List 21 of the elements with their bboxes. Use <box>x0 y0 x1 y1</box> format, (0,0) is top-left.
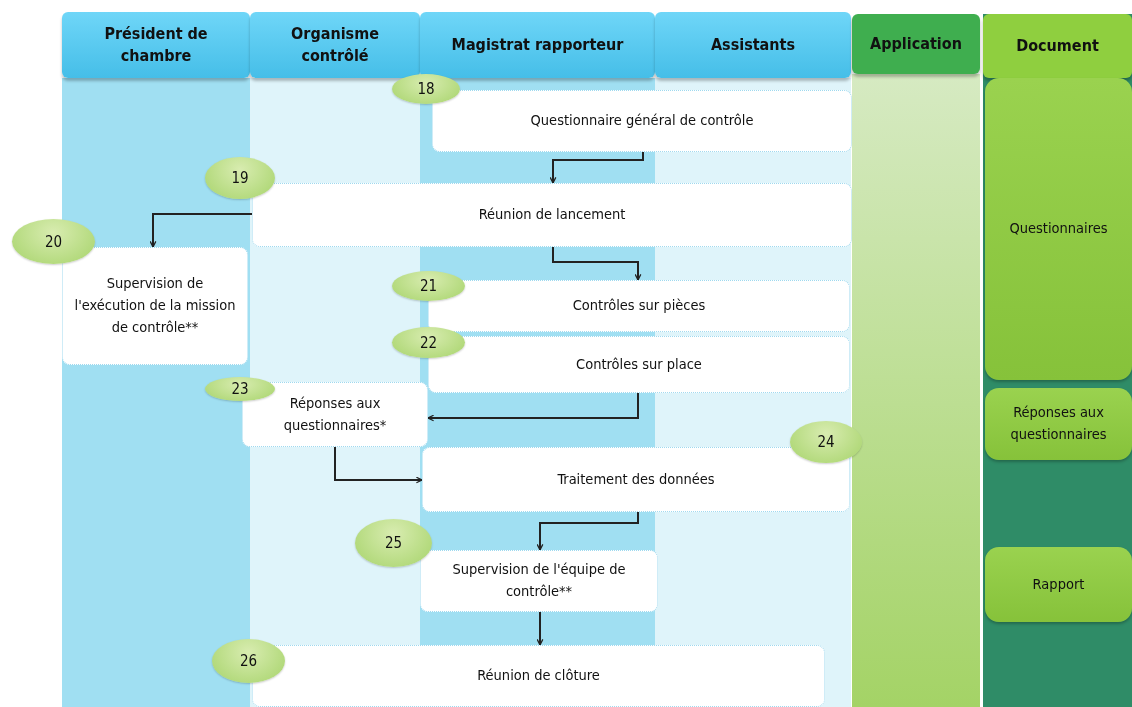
arrow <box>149 213 253 248</box>
lane-header: Document <box>983 14 1132 78</box>
lane-header: Magistrat rapporteur <box>420 12 655 78</box>
swimlane <box>983 14 1132 707</box>
lane-header: Assistants <box>655 12 851 78</box>
arrow <box>549 151 644 184</box>
document-box: Rapport <box>985 547 1132 622</box>
arrow <box>334 446 423 484</box>
document-box: Réponses aux questionnaires <box>985 388 1132 460</box>
arrow <box>427 392 639 422</box>
process-box: Supervision de l'exécution de la mission de contrôle** <box>62 247 248 365</box>
arrow <box>552 246 642 281</box>
document-box: Questionnaires <box>985 78 1132 380</box>
process-box: Supervision de l'équipe de contrôle** <box>420 550 658 612</box>
lane-header: Application <box>852 14 980 74</box>
process-box: Traitement des données <box>422 447 850 512</box>
process-box: Réunion de lancement <box>252 183 852 247</box>
arrow <box>536 511 639 551</box>
lane-header: Président de chambre <box>62 12 250 78</box>
lane-header: Organisme contrôlé <box>250 12 420 78</box>
arrow <box>536 611 544 646</box>
